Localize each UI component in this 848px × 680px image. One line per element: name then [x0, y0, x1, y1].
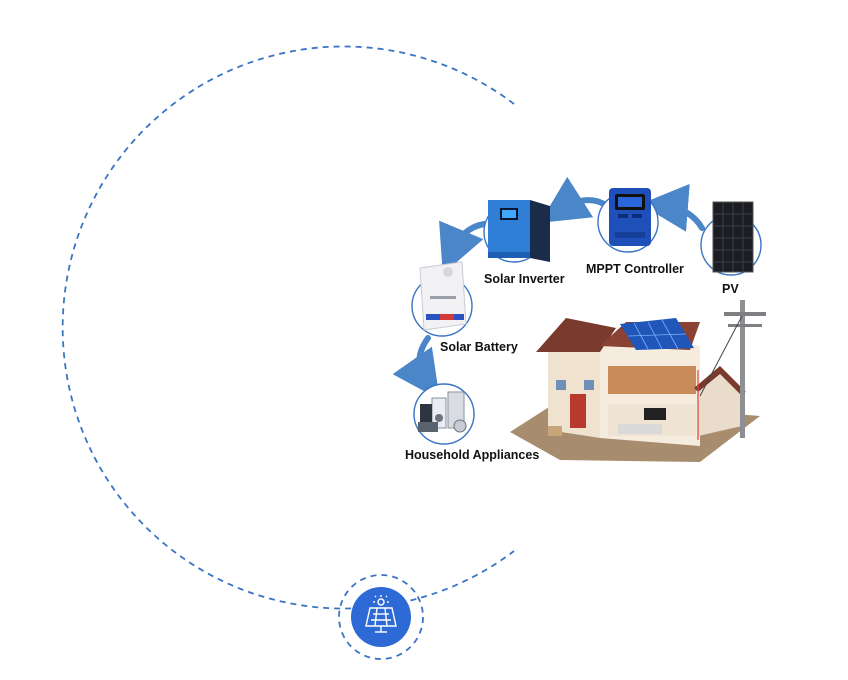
utility-pole [699, 300, 766, 438]
arrow-inverter-to-battery [439, 220, 487, 275]
node-pv [700, 201, 762, 276]
label-solar-inverter: Solar Inverter [484, 272, 565, 286]
mppt-controller-icon [609, 188, 651, 246]
battery-icon [419, 261, 467, 331]
arrow-mppt-to-inverter [539, 176, 607, 223]
label-mppt-controller: MPPT Controller [586, 262, 684, 276]
house-illustration [510, 318, 760, 462]
label-pv: PV [722, 282, 739, 296]
dashed-orbit-arc [61, 45, 515, 610]
node-household-appliances [413, 383, 475, 445]
solar-panel-icon [712, 201, 754, 273]
label-solar-battery: Solar Battery [440, 340, 518, 354]
inverter-icon [488, 200, 550, 262]
label-household-appliances: Household Appliances [405, 448, 540, 462]
solar-panel-icon [365, 595, 397, 633]
node-solar-inverter [483, 200, 550, 263]
node-mppt-controller [597, 188, 659, 253]
arrow-battery-to-appliances [392, 335, 440, 400]
arrow-pv-to-mppt [640, 183, 705, 232]
bottom-badge[interactable] [338, 574, 424, 660]
node-solar-battery [411, 261, 473, 337]
appliances-icon [418, 391, 467, 433]
